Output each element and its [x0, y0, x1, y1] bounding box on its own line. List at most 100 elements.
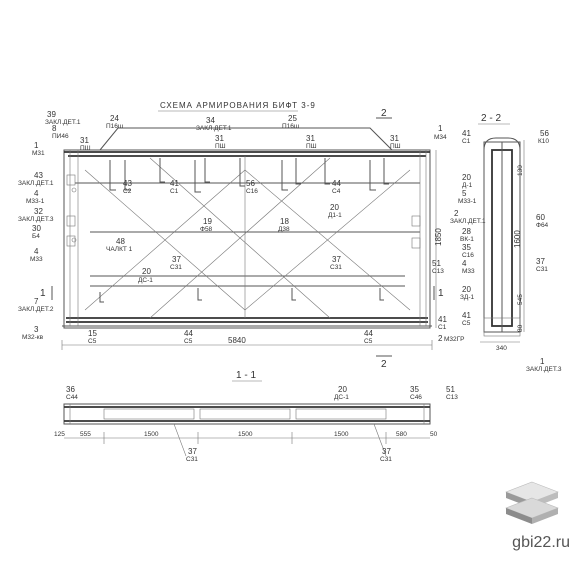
callout-num: 20: [142, 267, 151, 276]
callout-sub: С1: [438, 324, 447, 331]
callout-num: 43: [123, 179, 132, 188]
callout-num: 15: [88, 329, 97, 338]
dim-1500-a: 1500: [144, 431, 159, 438]
callout-sub: С46: [410, 394, 422, 401]
dim-555: 555: [80, 431, 91, 438]
callout-sub: С31: [186, 456, 198, 463]
callout-sub: М33: [462, 268, 475, 275]
callout-num: 37: [332, 255, 341, 264]
callout-num: 8: [52, 124, 57, 133]
callout-num: 25: [288, 114, 297, 123]
callout-num: 2: [438, 334, 443, 343]
callout-sub: ВК-1: [460, 236, 474, 243]
site-watermark: gbi22.ru: [512, 534, 570, 551]
callout-sub: С16: [462, 252, 474, 259]
callout-sub: ЗАКЛ.ДЕТ.1: [196, 125, 232, 132]
callout-num: 35: [410, 385, 419, 394]
callout-num: 30: [32, 224, 41, 233]
section-1-1: [63, 403, 431, 457]
callout-sub: ПИ46: [52, 133, 69, 140]
callout-sub: М31: [32, 150, 45, 157]
callout-sub: С5: [364, 338, 373, 345]
callout-num: 44: [184, 329, 193, 338]
callout-num: 31: [215, 134, 224, 143]
callout-sub: ЗАКЛ.ДЕТ.1: [18, 180, 54, 187]
callout-num: 32: [34, 207, 43, 216]
callout-num: 51: [432, 259, 441, 268]
top-callouts: 39 ЗАКЛ.ДЕТ.1 8 ПИ46 24 П16ш 34 ЗАКЛ.ДЕТ…: [45, 110, 447, 152]
callout-sub: С5: [462, 320, 471, 327]
callout-sub: ПШ: [215, 143, 226, 150]
callout-num: 1: [34, 141, 39, 150]
callout-sub: ЗД-1: [460, 294, 474, 301]
callout-num: 4: [34, 247, 39, 256]
callout-num: 4: [462, 259, 467, 268]
dim-50: 50: [430, 431, 438, 438]
callout-num: 3: [34, 325, 39, 334]
callout-num: 44: [332, 179, 341, 188]
callout-sub: С44: [66, 394, 78, 401]
callout-sub: Д38: [278, 226, 290, 233]
dim-height-1850: 1850: [434, 228, 443, 246]
callout-sub: С31: [170, 264, 182, 271]
callout-num: 4: [34, 189, 39, 198]
callout-num: 37: [188, 447, 197, 456]
main-elevation: [51, 117, 437, 357]
slab-logo-icon: [505, 481, 559, 524]
callout-sub: С1: [462, 138, 471, 145]
callout-sub: ПШ: [390, 143, 401, 150]
callout-num: 37: [382, 447, 391, 456]
callout-num: 20: [462, 173, 471, 182]
dim-130: 130: [517, 165, 524, 176]
callout-num: 31: [390, 134, 399, 143]
callout-sub: Ф64: [536, 222, 549, 229]
callout-sub: С2: [123, 188, 132, 195]
callout-num: 37: [172, 255, 181, 264]
callout-sub: П16ш: [106, 123, 123, 130]
dim-125: 125: [54, 431, 65, 438]
callout-sub: П16ш: [282, 123, 299, 130]
callout-sub: Д-1: [462, 182, 473, 189]
callout-num: 43: [34, 171, 43, 180]
callout-num: 1: [438, 124, 443, 133]
callout-num: 41: [438, 315, 447, 324]
callout-num: 56: [246, 179, 255, 188]
callout-sub: М32-кв: [22, 334, 44, 341]
callout-sub: М33-1: [458, 198, 477, 205]
callout-num: 48: [116, 237, 125, 246]
callout-sub: М33: [30, 256, 43, 263]
callout-num: 31: [80, 136, 89, 145]
callout-sub: ЗАКЛ.ДЕТ.3: [18, 216, 54, 223]
callout-sub: Д1-1: [328, 212, 342, 219]
callout-sub: С31: [330, 264, 342, 271]
callout-sub: ЗАКЛ.ДЕТ.2: [18, 306, 54, 313]
right-callouts: 51 С13 41 С1 2 М32ГР 1850: [432, 228, 465, 343]
callout-num: 35: [462, 243, 471, 252]
dim-340: 340: [496, 345, 507, 352]
dim-80: 80: [517, 324, 524, 332]
callout-num: 51: [446, 385, 455, 394]
section-2-2: [480, 137, 525, 343]
callout-sub: ЧАЛКТ 1: [106, 246, 133, 253]
callout-num: 60: [536, 213, 545, 222]
callout-sub: С13: [432, 268, 444, 275]
callout-sub: С5: [88, 338, 97, 345]
dim-height-1600: 1600: [513, 230, 522, 248]
cut-mark-1-left: 1: [40, 288, 46, 299]
callout-sub: С13: [446, 394, 458, 401]
callout-num: 18: [280, 217, 289, 226]
section-2-2-callouts: 41 С1 56 К10 20 Д-1 5 М33-1 2 ЗАКЛ.ДЕТ.1…: [450, 129, 562, 373]
callout-sub: ЗАКЛ.ДЕТ.1: [45, 119, 81, 126]
callout-num: 37: [536, 257, 545, 266]
callout-num: 28: [462, 227, 471, 236]
mid-callouts: 43 С2 41 С1 56 С16 44 С4 19 Ф58 18 Д38 2…: [106, 179, 342, 284]
callout-sub: М32ГР: [444, 336, 465, 343]
callout-num: 24: [110, 114, 119, 123]
callout-sub: ПШ: [80, 145, 91, 152]
callout-sub: ЗАКЛ.ДЕТ.3: [526, 366, 562, 373]
callout-sub: С16: [246, 188, 258, 195]
callout-sub: ДС-1: [138, 277, 153, 284]
callout-num: 31: [306, 134, 315, 143]
dim-1500-c: 1500: [334, 431, 349, 438]
